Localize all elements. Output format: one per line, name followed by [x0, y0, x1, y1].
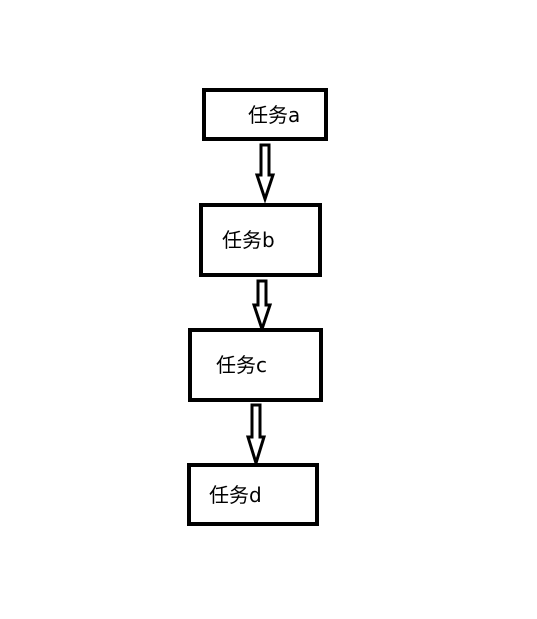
arrow-a-to-b — [254, 143, 276, 204]
task-label-d: 任务d — [209, 482, 262, 507]
task-node-d: 任务d — [187, 463, 319, 526]
task-node-a: 任务a — [202, 88, 328, 141]
arrow-a-to-b-shape — [254, 143, 276, 204]
task-node-c: 任务c — [188, 328, 323, 402]
task-label-b: 任务b — [222, 228, 275, 252]
arrow-c-to-d-shape — [245, 403, 267, 469]
task-label-c: 任务c — [216, 353, 267, 377]
arrow-b-to-c — [251, 279, 273, 334]
task-node-b: 任务b — [199, 203, 322, 277]
arrow-c-to-d — [245, 403, 267, 469]
task-label-a: 任务a — [248, 102, 301, 127]
arrow-b-to-c-shape — [251, 279, 273, 334]
